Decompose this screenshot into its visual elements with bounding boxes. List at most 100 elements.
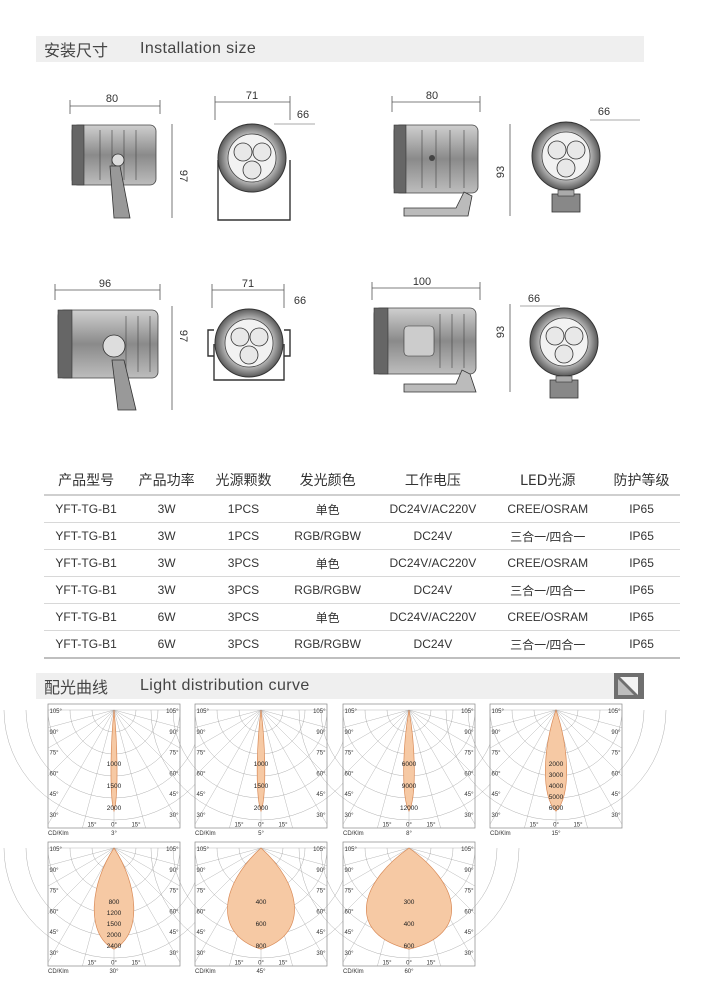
polar-grid-ray [113,709,180,825]
angle-label-left: 105° [345,847,358,853]
scale-label: 800 [256,943,267,950]
polar-grid-ray [408,709,475,825]
unit-label: CD/Klm [343,969,364,975]
angle-label-right: 75° [169,751,179,757]
angle-label-bottom: 15° [234,823,244,829]
scale-label: 800 [109,899,120,906]
cell-model: YFT-TG-B1 [44,495,129,523]
fig1-height-label: 97 [177,170,189,182]
polar-grid-ray [113,709,180,728]
polar-grid-ray [195,709,262,749]
angle-label-left: 90° [345,730,355,736]
cell-led-count: 3PCS [205,549,282,577]
angle-label-bottom: 15° [131,961,141,967]
cell-model: YFT-TG-B1 [44,549,129,577]
cell-led-source: 三合一/四合一 [492,630,604,659]
cell-model: YFT-TG-B1 [44,603,129,631]
angle-label-right: 30° [316,951,326,957]
th-led-source: LED光源 [492,466,604,496]
scale-label: 1500 [254,783,269,790]
angle-label-left: 90° [345,868,355,874]
angle-label-left: 60° [345,771,355,777]
fig3-width-label: 80 [426,90,438,102]
scale-label: 6000 [549,805,564,812]
cell-power: 3W [128,549,206,577]
beam-shape [256,709,266,813]
polar-chart: 105°105°90°90°75°75°60°60°45°45°30°30°15… [3,703,225,837]
polar-grid-ray [343,709,410,825]
polar-grid-ray [195,709,262,777]
angle-label-left: 105° [197,709,210,715]
cell-ip-rating: IP65 [603,576,680,604]
angle-label-left: 75° [50,889,60,895]
th-model: 产品型号 [44,466,129,496]
cell-led-source: 三合一/四合一 [492,522,604,550]
angle-label-right: 30° [464,813,474,819]
table-row: YFT-TG-B1 6W 3PCS RGB/RGBW DC24V 三合一/四合一… [44,630,680,659]
angle-label-right: 60° [169,909,179,915]
angle-label-right: 30° [169,951,179,957]
angle-label-right: 45° [169,930,179,936]
beam-angle-label: 30° [109,969,119,975]
angle-label-right: 60° [316,771,326,777]
angle-label-bottom: 0° [406,961,412,967]
scale-label: 1000 [254,761,269,768]
polar-grid-ray [113,847,180,963]
polar-grid-ray [555,709,622,749]
polar-grid-ray [48,847,115,915]
angle-label-left: 90° [197,730,207,736]
scale-label: 600 [256,921,267,928]
cell-voltage: DC24V [373,576,493,604]
polar-grid-ray [48,847,115,887]
front-view-3: 71 66 [207,278,306,381]
polar-grid-ray [113,709,146,828]
cell-led-count: 1PCS [205,522,282,550]
fig7-width-label: 100 [413,276,431,288]
corner-logo-icon [614,673,644,699]
polar-grid-ray [113,709,180,777]
fig5-width-label: 96 [99,278,111,290]
polar-grid-ray [260,709,293,828]
angle-label-right: 60° [464,771,474,777]
light-distribution-curves: 105° 105° 90° 90° 75° 75° 60° 60° 45° 45° 30° 30° 15… [3,703,667,975]
angle-label-right: 45° [316,792,326,798]
cell-led-count: 3PCS [205,576,282,604]
angle-label-left: 30° [50,813,60,819]
section-title-en: Installation size [140,40,257,57]
angle-label-right: 30° [611,813,621,819]
fig5-height-label: 97 [177,330,189,342]
angle-label-right: 75° [464,751,474,757]
angle-label-right: 75° [316,751,326,757]
fig8-dia-label: 66 [528,293,540,305]
cell-voltage: DC24V/AC220V [373,603,493,631]
polar-chart: 105°105°90°90°75°75°60°60°45°45°30°30°15… [150,703,372,837]
angle-label-left: 30° [345,951,355,957]
angle-label-right: 105° [608,709,621,715]
polar-chart: 105°105°90°90°75°75°60°60°45°45°30°30°15… [150,841,372,975]
polar-grid-ray [555,709,622,728]
polar-grid-ray [195,709,262,825]
section-title-cn: 配光曲线 [44,678,109,697]
angle-label-left: 60° [50,771,60,777]
unit-label: CD/Klm [343,831,364,837]
angle-label-left: 60° [197,909,207,915]
angle-label-left: 30° [492,813,502,819]
unit-label: CD/Klm [48,831,69,837]
scale-label: 1500 [107,921,122,928]
polar-grid-ray [260,847,327,866]
angle-label-right: 30° [169,813,179,819]
th-power: 产品功率 [128,466,206,496]
th-led-count: 光源颗数 [205,466,282,496]
angle-label-bottom: 15° [278,961,288,967]
cell-ip-rating: IP65 [603,522,680,550]
polar-grid-ray [408,709,475,777]
angle-label-right: 30° [464,951,474,957]
angle-label-right: 90° [316,730,326,736]
scale-label: 1200 [107,910,122,917]
angle-label-left: 60° [197,771,207,777]
side-view-3: 96 97 [54,278,189,411]
polar-grid-ray [555,709,622,777]
angle-label-right: 75° [169,889,179,895]
angle-label-right: 105° [166,847,179,853]
angle-label-right: 75° [464,889,474,895]
